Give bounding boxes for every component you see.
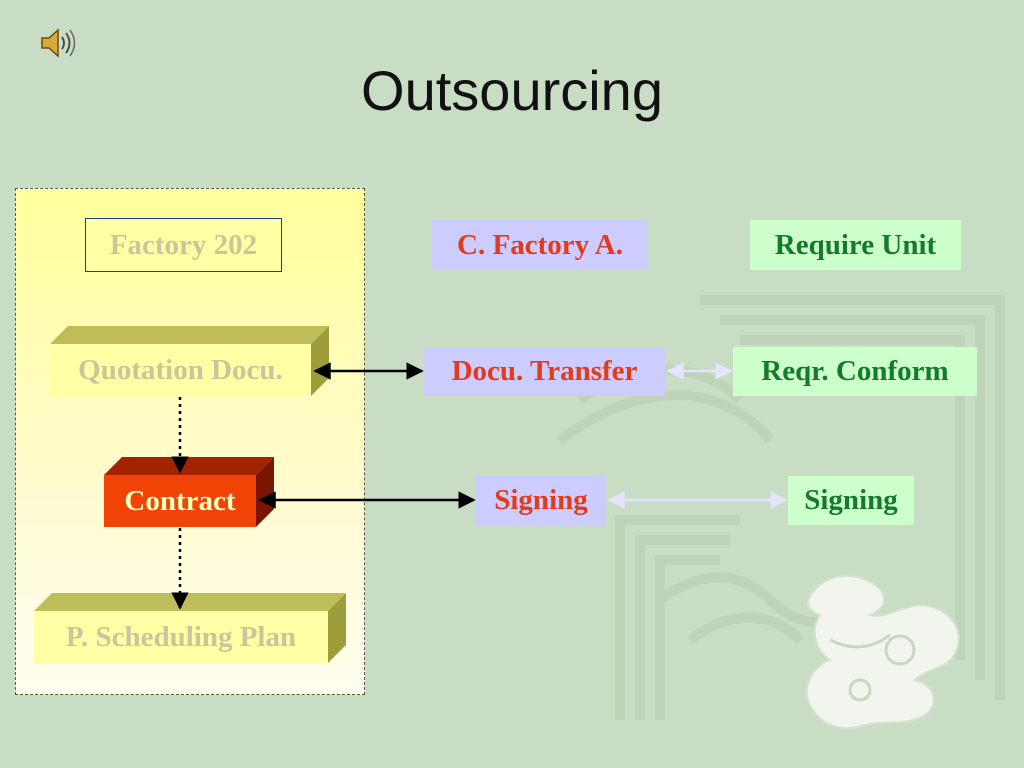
box-top-face [50,326,329,344]
quotation-docu-box: Quotation Docu. [50,326,329,396]
docu-transfer-box: Docu. Transfer [424,347,665,396]
scheduling-plan-box: P. Scheduling Plan [34,593,346,663]
slide-title: Outsourcing [361,59,663,122]
c-factory-signing-box: Signing [476,476,606,525]
contract-box: Contract [104,457,274,527]
box-top-face [104,457,274,475]
require-unit-signing-box: Signing [788,476,914,525]
require-unit-header: Require Unit [750,220,961,270]
scheduling-plan-label: P. Scheduling Plan [34,611,328,663]
reqr-conform-box: Reqr. Conform [733,347,977,396]
quotation-docu-label: Quotation Docu. [50,344,311,396]
box-top-face [34,593,346,611]
speaker-icon[interactable] [38,25,78,61]
factory-202-header: Factory 202 [85,218,282,272]
box-side-face [328,593,346,663]
c-factory-a-header: C. Factory A. [432,220,648,270]
contract-label: Contract [104,475,256,527]
